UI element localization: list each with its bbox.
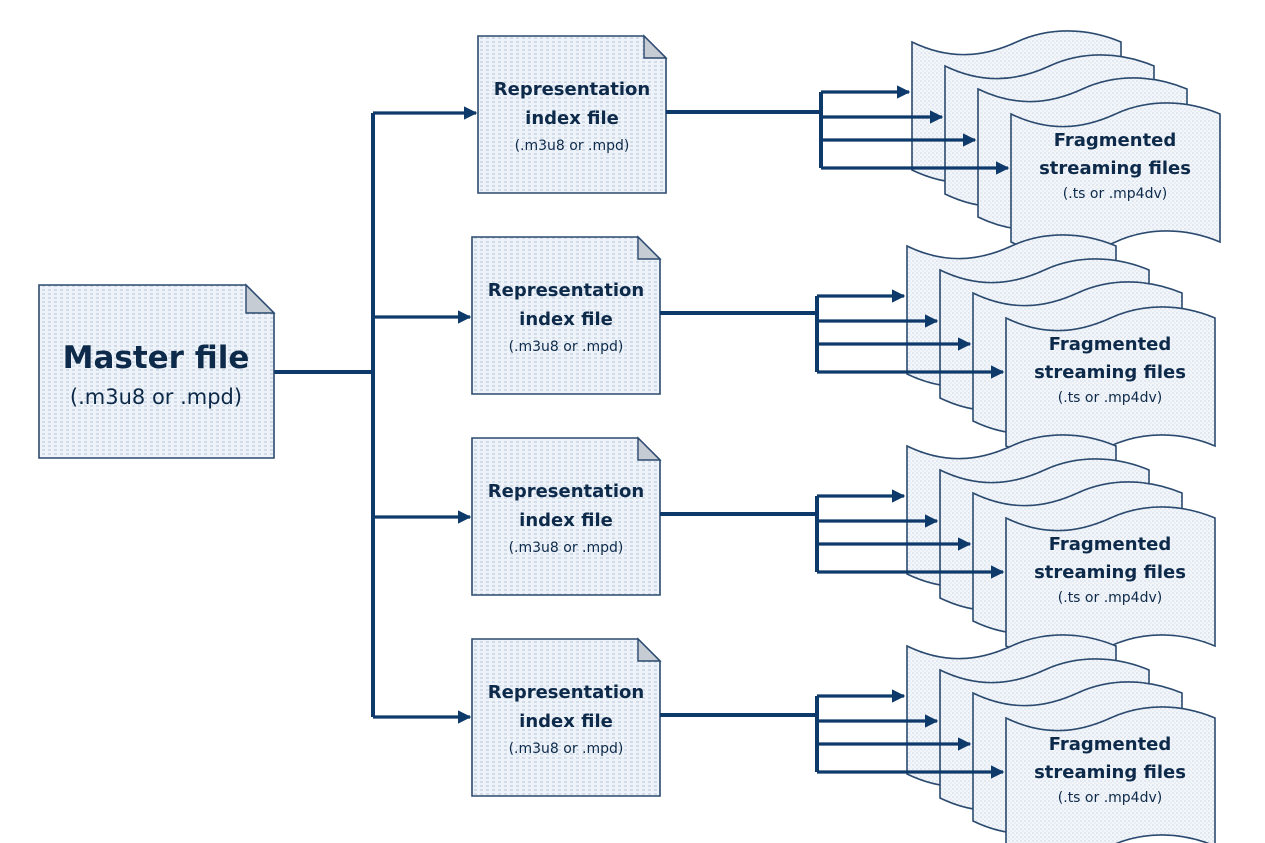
fragmented-label: Fragmented: [1049, 334, 1172, 355]
representation-4: Representation index file (.m3u8 or .mpd) F…: [373, 634, 1216, 843]
representation-2: Representation index file (.m3u8 or .mpd) F…: [373, 234, 1216, 460]
representation-index-box: [471, 637, 662, 797]
representation-label: Representation: [488, 682, 644, 703]
representation-extension: (.m3u8 or .mpd): [509, 540, 624, 556]
representation-index-box: [471, 436, 662, 596]
representation-1: Representation index file (.m3u8 or .mpd) F…: [373, 30, 1221, 256]
representation-3: Representation index file (.m3u8 or .mpd) F…: [373, 434, 1216, 660]
representation-extension: (.m3u8 or .mpd): [515, 138, 630, 154]
streaming-files-label: streaming files: [1034, 562, 1186, 583]
streaming-extension: (.ts or .mp4dv): [1058, 390, 1162, 406]
streaming-file-page: [1005, 706, 1216, 843]
representation-extension: (.m3u8 or .mpd): [509, 339, 624, 355]
representation-extension: (.m3u8 or .mpd): [509, 741, 624, 757]
streaming-files-label: streaming files: [1034, 362, 1186, 383]
representation-label: Representation: [488, 481, 644, 502]
index-file-label: index file: [519, 711, 613, 732]
connectors: [274, 113, 375, 717]
master-file: Master file (.m3u8 or .mpd): [38, 283, 276, 459]
master-file-title: Master file: [63, 340, 250, 376]
master-file-box: [38, 283, 276, 459]
representation-index-box: [471, 235, 662, 395]
representation-label: Representation: [494, 79, 650, 100]
index-file-label: index file: [525, 108, 619, 129]
representation-label: Representation: [488, 280, 644, 301]
representation-index-box: [477, 34, 668, 194]
representation-groups: Representation index file (.m3u8 or .mpd) F…: [373, 30, 1221, 843]
streaming-extension: (.ts or .mp4dv): [1058, 790, 1162, 806]
fragmented-label: Fragmented: [1049, 734, 1172, 755]
streaming-extension: (.ts or .mp4dv): [1063, 186, 1167, 202]
streaming-files-label: streaming files: [1034, 762, 1186, 783]
streaming-files-label: streaming files: [1039, 158, 1191, 179]
master-file-extension: (.m3u8 or .mpd): [70, 385, 242, 409]
index-file-label: index file: [519, 510, 613, 531]
fragmented-label: Fragmented: [1049, 534, 1172, 555]
streaming-extension: (.ts or .mp4dv): [1058, 590, 1162, 606]
index-file-label: index file: [519, 309, 613, 330]
fragmented-label: Fragmented: [1054, 130, 1177, 151]
